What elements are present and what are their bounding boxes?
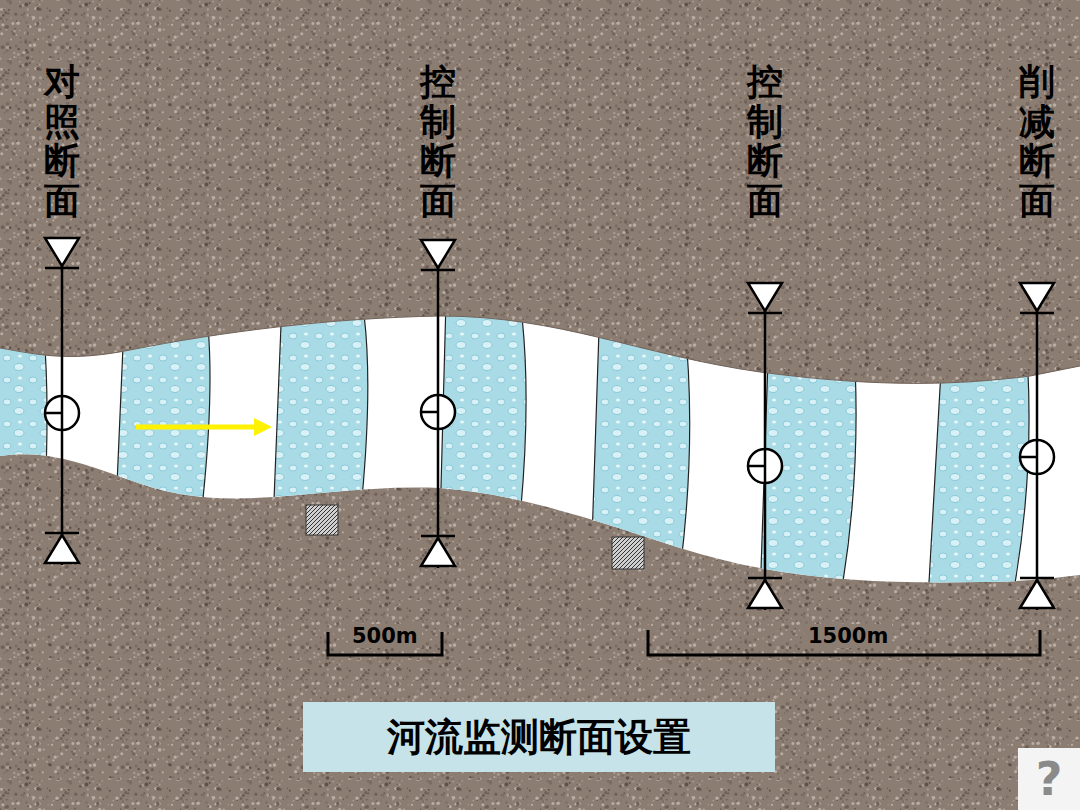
- section-symbol: [1020, 283, 1054, 311]
- section-symbol: [45, 238, 79, 266]
- section-symbol: [61, 238, 64, 565]
- section-symbol: [421, 535, 455, 538]
- section-symbol: [748, 580, 782, 608]
- section-symbol: [421, 240, 455, 268]
- section-symbol: [1020, 580, 1054, 608]
- scale-label: 500m: [348, 624, 422, 648]
- section-symbol: [45, 532, 79, 535]
- section-symbol: [748, 312, 782, 315]
- section-symbol: [1020, 456, 1037, 459]
- section-label: 控制断面: [420, 62, 456, 220]
- section-symbol: [1020, 440, 1054, 474]
- help-mark: ?: [1036, 752, 1063, 806]
- section-symbol: [748, 465, 765, 468]
- section-symbol: [421, 269, 455, 272]
- section-symbol: [45, 412, 62, 415]
- section-symbol: [45, 396, 79, 430]
- section-label: 对照断面: [44, 62, 80, 220]
- help-icon: ?: [1018, 748, 1080, 810]
- section-symbol: [45, 535, 79, 563]
- section-symbol: [748, 577, 782, 580]
- section-symbol: [421, 538, 455, 566]
- title-text: 河流监测断面设置: [387, 712, 691, 763]
- section-symbol: [45, 267, 79, 270]
- section-symbol: [437, 240, 440, 568]
- scale-label: 1500m: [804, 624, 892, 648]
- section-symbol: [1020, 312, 1054, 315]
- section-symbol: [764, 283, 767, 610]
- section-symbol: [421, 411, 438, 414]
- section-label: 削减断面: [1019, 62, 1055, 220]
- section-symbol: [748, 283, 782, 311]
- title-banner: 河流监测断面设置: [303, 702, 775, 772]
- section-symbol: [421, 395, 455, 429]
- section-symbol: [1036, 283, 1039, 610]
- section-symbol: [748, 449, 782, 483]
- section-label: 控制断面: [747, 62, 783, 220]
- section-symbol: [1020, 577, 1054, 580]
